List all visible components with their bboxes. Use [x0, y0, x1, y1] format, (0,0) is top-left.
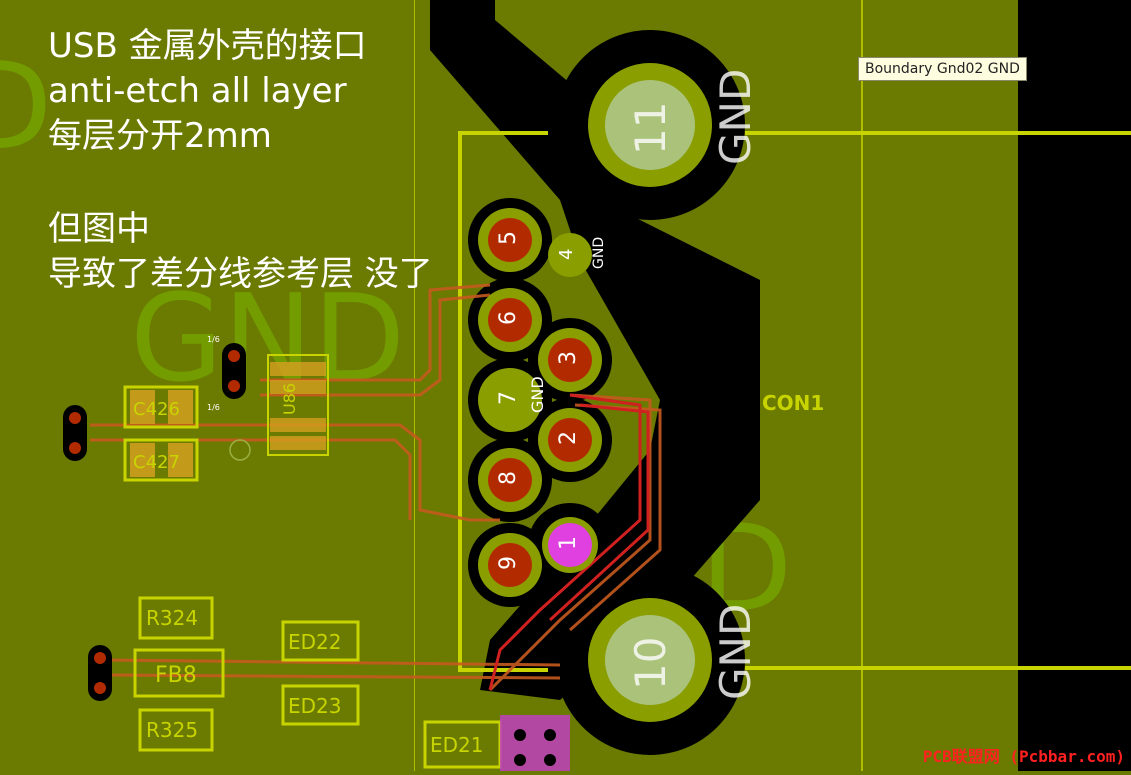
ed23-outline[interactable] — [281, 684, 360, 726]
u86-outline[interactable] — [267, 354, 329, 456]
pad-2[interactable] — [548, 418, 592, 462]
svg-text:GND: GND — [711, 604, 760, 700]
svg-text:ED23: ED23 — [288, 694, 342, 718]
svg-text:C427: C427 — [133, 452, 180, 473]
svg-text:2: 2 — [556, 431, 581, 445]
pad-1[interactable] — [548, 523, 592, 567]
fb8-outline[interactable] — [133, 648, 225, 698]
svg-text:GND: GND — [591, 237, 607, 269]
c427-outline[interactable] — [123, 438, 199, 482]
anti-etch-area — [430, 0, 760, 700]
ed22-outline[interactable] — [281, 620, 360, 662]
svg-text:8: 8 — [496, 471, 521, 485]
annotation-line-3: 每层分开2mm — [48, 116, 272, 156]
pad-10[interactable] — [605, 615, 695, 705]
via-pair[interactable] — [88, 645, 112, 701]
svg-text:5: 5 — [496, 231, 521, 245]
red-traces — [488, 393, 650, 691]
r325-outline[interactable] — [138, 708, 214, 752]
hover-tooltip: Boundary Gnd02 GND — [858, 57, 1027, 81]
svg-text:FB8: FB8 — [155, 663, 197, 688]
svg-text:9: 9 — [496, 556, 521, 570]
svg-text:1/6: 1/6 — [207, 403, 220, 412]
pad-8[interactable] — [488, 458, 532, 502]
connector-pads: 5 4 GND 6 3 7 GND 2 8 1 9 — [478, 208, 607, 597]
svg-text:C426: C426 — [133, 399, 180, 420]
svg-text:7: 7 — [496, 391, 521, 405]
annotation-line-5: 导致了差分线参考层 没了 — [48, 254, 433, 294]
pad-9[interactable] — [488, 543, 532, 587]
svg-text:1/6: 1/6 — [207, 335, 220, 344]
watermark-text: PCB联盟网 (Pcbbar.com) — [922, 747, 1125, 766]
gnd-partial-label: D — [0, 38, 52, 177]
annotation-line-2: anti-etch all layer — [48, 71, 347, 111]
annotation-line-1: USB 金属外壳的接口 — [48, 26, 367, 66]
svg-text:10: 10 — [626, 637, 675, 690]
annotation-line-4: 但图中 — [48, 209, 150, 249]
connector-outline — [458, 131, 548, 672]
svg-text:ED22: ED22 — [288, 630, 342, 654]
pad-3[interactable] — [548, 338, 592, 382]
diff-pair-traces — [90, 283, 662, 692]
pad-11[interactable] — [605, 80, 695, 170]
header-pins[interactable] — [500, 715, 570, 771]
svg-text:6: 6 — [496, 311, 521, 325]
pad-6[interactable] — [488, 298, 532, 342]
connector-ref-label: CON1 — [762, 391, 824, 415]
c426-outline[interactable] — [123, 385, 199, 429]
pad-4[interactable] — [548, 233, 592, 277]
pad-5[interactable] — [488, 218, 532, 262]
via-pair[interactable] — [63, 405, 87, 461]
svg-text:R325: R325 — [146, 718, 198, 742]
svg-text:11: 11 — [626, 102, 675, 155]
svg-text:R324: R324 — [146, 606, 198, 630]
svg-text:GND: GND — [711, 69, 760, 165]
svg-text:3: 3 — [556, 351, 581, 365]
keepout-region — [1018, 0, 1131, 771]
svg-text:4: 4 — [556, 249, 577, 260]
r324-outline[interactable] — [138, 596, 214, 640]
via-pair[interactable] — [222, 343, 246, 399]
component-footprints: C426 C427 U86 1/6 1/6 R324 FB8 R325 ED22… — [63, 335, 570, 771]
pad-7[interactable] — [478, 368, 542, 432]
svg-text:1: 1 — [556, 536, 581, 550]
svg-text:ED21: ED21 — [430, 733, 484, 757]
svg-text:GND: GND — [528, 376, 547, 413]
svg-text:U86: U86 — [280, 383, 299, 415]
